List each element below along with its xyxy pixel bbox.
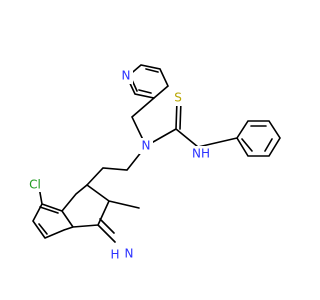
indole-bonds (32, 184, 140, 243)
chlorine-label: Cl (29, 178, 41, 192)
amine-n-label: N (142, 139, 151, 153)
pyridine-n-bg (119, 68, 133, 84)
chlorine-bg (24, 176, 46, 192)
pyridine-methylene-bonds (131, 97, 155, 147)
molecule-canvas: N N S NH Cl H N (24, 64, 281, 263)
molecule-structure: N N S NH Cl H N (24, 64, 281, 263)
amine-n-bg (139, 138, 153, 154)
sulfur-bg (171, 90, 185, 106)
indole-n-bg (122, 246, 136, 262)
sulfur-label: S (174, 91, 182, 105)
ethyl-linker-bonds (86, 145, 147, 186)
pyridine-ring-bonds (126, 64, 169, 99)
indole-h-label: H (110, 248, 119, 262)
nh-label: NH (192, 147, 210, 161)
indole-h-bg (108, 247, 122, 263)
atom-labels: N N S NH Cl H N (24, 68, 212, 263)
indole-n-label: N (125, 247, 134, 261)
bond-lines (32, 64, 281, 243)
pyridine-n-label: N (122, 69, 131, 83)
thiourea-bonds (145, 99, 199, 148)
phenyl-ring-bonds (197, 120, 281, 157)
nh-bg (190, 146, 212, 162)
